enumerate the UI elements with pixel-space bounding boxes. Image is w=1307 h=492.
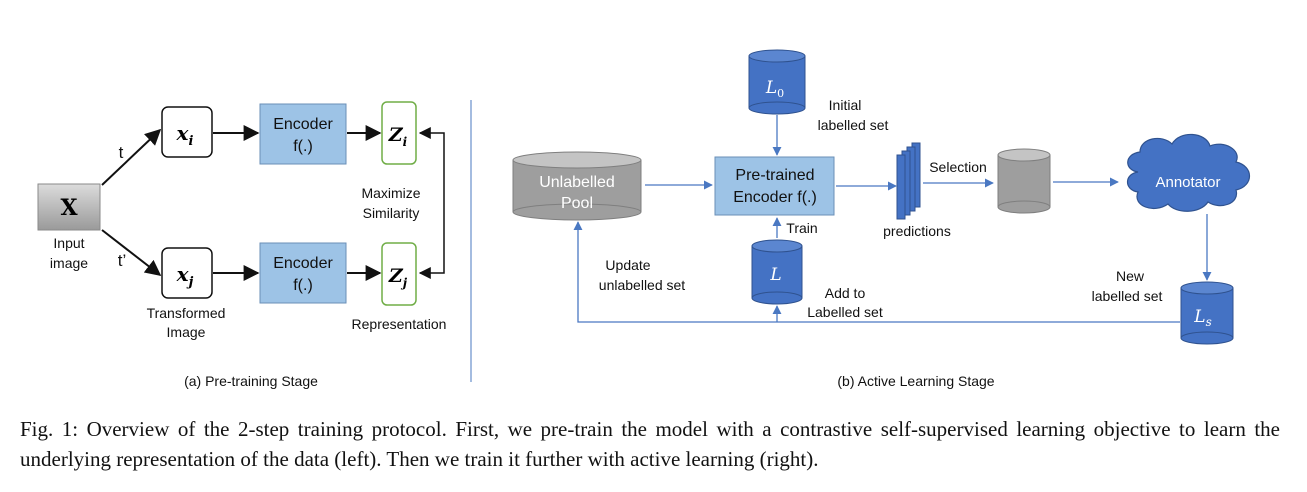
predictions-stack (896, 142, 921, 220)
l-symbol: L (769, 265, 781, 285)
arrow-x-to-xj (101, 229, 162, 276)
input-label-line2: image (50, 255, 88, 271)
encoder-bottom-label: Encoder (273, 255, 333, 272)
training-protocol-figure: X Input image t t’ xi xj Transformed Ima… (37, 49, 1251, 389)
transformed-label-line2: Image (167, 324, 206, 340)
pretraining-caption: (a) Pre-training Stage (184, 373, 318, 389)
train-label: Train (786, 220, 817, 236)
maximize-label: Maximize (361, 185, 420, 201)
input-image-box (37, 183, 101, 231)
encoder-top-func: f(.) (293, 138, 313, 155)
input-image-symbol: X (60, 195, 78, 221)
pretraining-panel: X Input image t t’ xi xj Transformed Ima… (37, 101, 447, 389)
zi-box (381, 101, 417, 165)
new-label-line2: labelled set (1092, 288, 1163, 304)
predictions-label: predictions (883, 223, 951, 239)
transform-t-label: t (119, 143, 124, 162)
l-cylinder (751, 239, 803, 305)
zj-box (381, 242, 417, 306)
ls-symbol: Ls (1193, 307, 1211, 329)
zi-symbol: Zi (388, 124, 408, 149)
l0-cylinder (748, 49, 806, 115)
transformed-label-line1: Transformed (147, 305, 226, 321)
initial-label-line2: labelled set (818, 117, 889, 133)
xj-box (161, 247, 213, 299)
update-label-line2: unlabelled set (599, 277, 686, 293)
xi-symbol: xi (176, 121, 194, 149)
transform-t-prime-label: t’ (118, 251, 127, 270)
xj-symbol: xj (176, 262, 194, 290)
similarity-bracket (418, 127, 445, 279)
encoder-top-box (259, 103, 347, 165)
annotator-cloud (1126, 133, 1251, 212)
add-label-line1: Add to (825, 285, 866, 301)
zj-symbol: Zj (388, 265, 408, 290)
arrow-x-to-xi (101, 128, 162, 186)
selected-samples-cylinder (997, 148, 1051, 214)
pretrained-encoder-box (714, 156, 835, 216)
feedback-loop-line (573, 221, 1180, 323)
pretrained-encoder-label-line1: Pre-trained (735, 167, 814, 184)
input-label-line1: Input (53, 235, 84, 251)
encoder-bottom-box (259, 242, 347, 304)
encoder-bottom-func: f(.) (293, 277, 313, 294)
pretrained-encoder-label-line2: Encoder f(.) (733, 189, 817, 206)
l0-symbol: L0 (765, 78, 784, 100)
active-learning-caption: (b) Active Learning Stage (837, 373, 994, 389)
add-label-line2: Labelled set (807, 304, 883, 320)
xi-box (161, 106, 213, 158)
unlabelled-pool-cylinder (512, 151, 642, 221)
pool-label-line2: Pool (561, 195, 593, 212)
active-learning-panel: L0 Initial labelled set Unlabelled Pool … (512, 49, 1251, 389)
update-label-line1: Update (605, 257, 650, 273)
representation-label: Representation (352, 316, 447, 332)
figure-caption: Fig. 1: Overview of the 2-step training … (20, 417, 1280, 471)
ls-cylinder (1180, 281, 1234, 345)
new-label-line1: New (1116, 268, 1145, 284)
annotator-label: Annotator (1155, 174, 1220, 191)
selection-label: Selection (929, 159, 987, 175)
initial-label-line1: Initial (829, 97, 862, 113)
encoder-top-label: Encoder (273, 116, 333, 133)
pool-label-line1: Unlabelled (539, 174, 615, 191)
similarity-label: Similarity (363, 205, 420, 221)
